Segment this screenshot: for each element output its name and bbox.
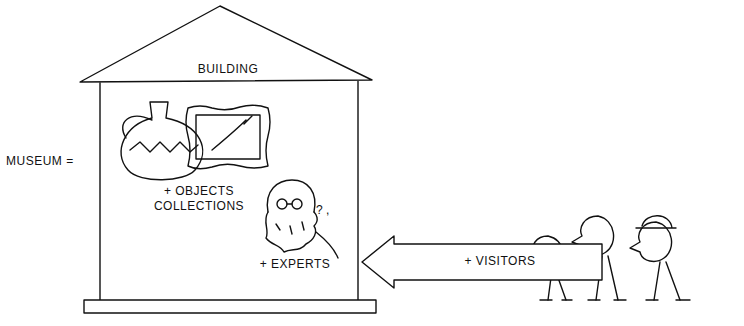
expert-glasses <box>277 199 287 209</box>
visitor-figure <box>630 222 680 300</box>
visitor-feet <box>540 299 690 300</box>
visitor-hat <box>636 216 676 228</box>
picture-canvas <box>196 115 260 159</box>
building-base <box>84 300 376 313</box>
annotation-label: + OBJECTS COLLECTIONS <box>150 184 248 214</box>
vase-handle <box>123 116 152 138</box>
vase-pattern <box>130 142 198 152</box>
annotation-label: + EXPERTS <box>250 257 340 272</box>
node-label: BUILDING <box>80 62 376 77</box>
expert-beard-strokes <box>276 222 304 234</box>
house-outline <box>80 6 376 300</box>
annotation-label: MUSEUM = <box>6 154 86 169</box>
expert-head <box>267 180 315 212</box>
visitors-arrow: + VISITORS <box>362 236 602 288</box>
node-label: + VISITORS <box>402 254 598 269</box>
picture-frame <box>186 105 270 169</box>
expert-beard <box>266 212 317 252</box>
expert-squiggle: ? , <box>316 203 329 217</box>
expert-glasses <box>292 199 302 209</box>
house-shape <box>80 6 372 300</box>
arrow-left-shape <box>362 236 602 288</box>
painting-stroke <box>212 116 252 150</box>
vase-sketch <box>121 102 203 180</box>
expert-body <box>316 232 338 258</box>
building-node: BUILDING <box>80 6 376 300</box>
expert-glasses-bridge <box>287 203 292 204</box>
